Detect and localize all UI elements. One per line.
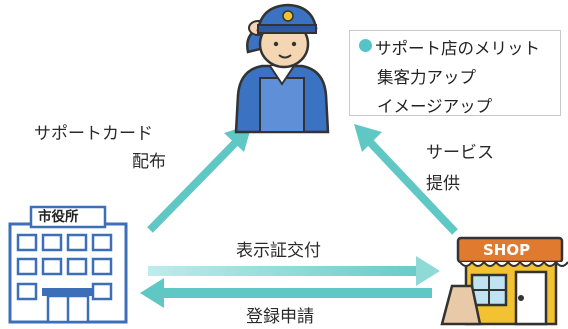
service-label: サービス [426,143,494,163]
shop-building [440,236,568,326]
arrow-cityhall-to-staff [147,124,252,233]
arrow-cityhall-to-shop [148,256,440,286]
arrow-shop-to-staff [354,124,458,235]
register-apply-label: 登録申請 [246,307,314,327]
provide-label: 提供 [426,174,460,194]
merit-box-title: サポート店のメリット [375,39,540,58]
staff-person-illustration [234,3,330,134]
distribution-label: 配布 [132,152,166,172]
bullet-dot-icon [359,39,372,52]
merit-item: 集客力アップ [377,68,476,87]
shop-sign-label: SHOP [483,241,531,259]
city-hall-building [8,205,128,324]
merit-box: サポート店のメリット 集客力アップ イメージアップ [349,30,561,116]
merit-item: イメージアップ [377,97,493,116]
issue-display-cert-label: 表示証交付 [236,241,321,261]
city-hall-label: 市役所 [38,209,79,225]
support-card-label: サポートカード [34,124,153,144]
arrow-shop-to-cityhall [140,278,432,308]
